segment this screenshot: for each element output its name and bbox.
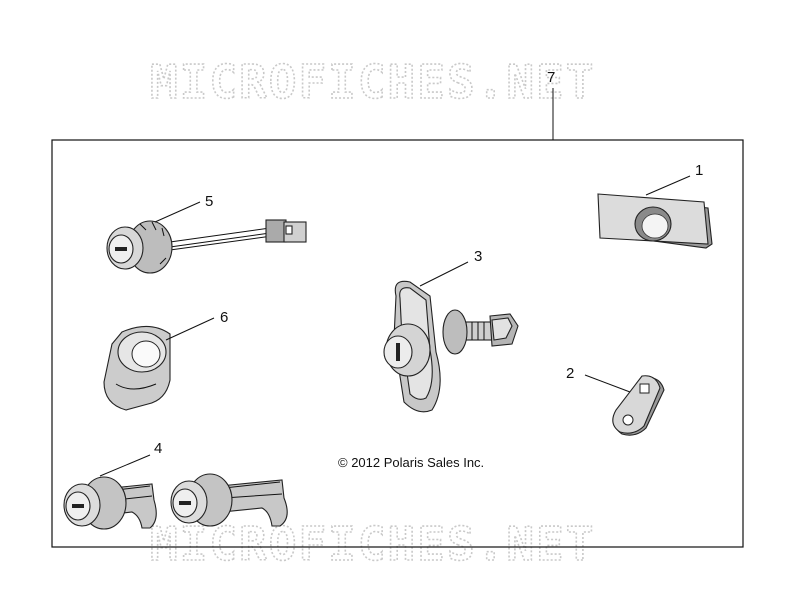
leader-6 — [165, 317, 215, 341]
callout-5[interactable]: 5 — [205, 193, 213, 210]
part-4-cam-lock-right — [170, 473, 288, 527]
watermark-top: MICROFICHES.NET — [150, 55, 595, 109]
leader-5 — [154, 201, 201, 223]
callout-7[interactable]: 7 — [547, 69, 555, 86]
part-1-bezel — [597, 193, 713, 249]
part-3-t-handle-lock — [383, 280, 519, 413]
callout-4[interactable]: 4 — [154, 440, 162, 457]
part-5-ignition-switch — [106, 219, 307, 274]
part-4-cam-lock-left — [63, 476, 157, 530]
callout-3[interactable]: 3 — [474, 248, 482, 265]
leader-2 — [584, 374, 631, 393]
part-2-cam — [612, 375, 665, 436]
copyright-notice: © 2012 Polaris Sales Inc. — [338, 455, 484, 470]
leader-4 — [99, 454, 151, 477]
leader-3 — [419, 261, 469, 287]
callout-2[interactable]: 2 — [566, 365, 574, 382]
leader-1 — [645, 175, 691, 196]
assembly-frame — [51, 139, 744, 548]
part-6-cover — [103, 325, 171, 411]
callout-6[interactable]: 6 — [220, 309, 228, 326]
callout-1[interactable]: 1 — [695, 162, 703, 179]
watermark-bottom: MICROFICHES.NET — [150, 517, 595, 571]
